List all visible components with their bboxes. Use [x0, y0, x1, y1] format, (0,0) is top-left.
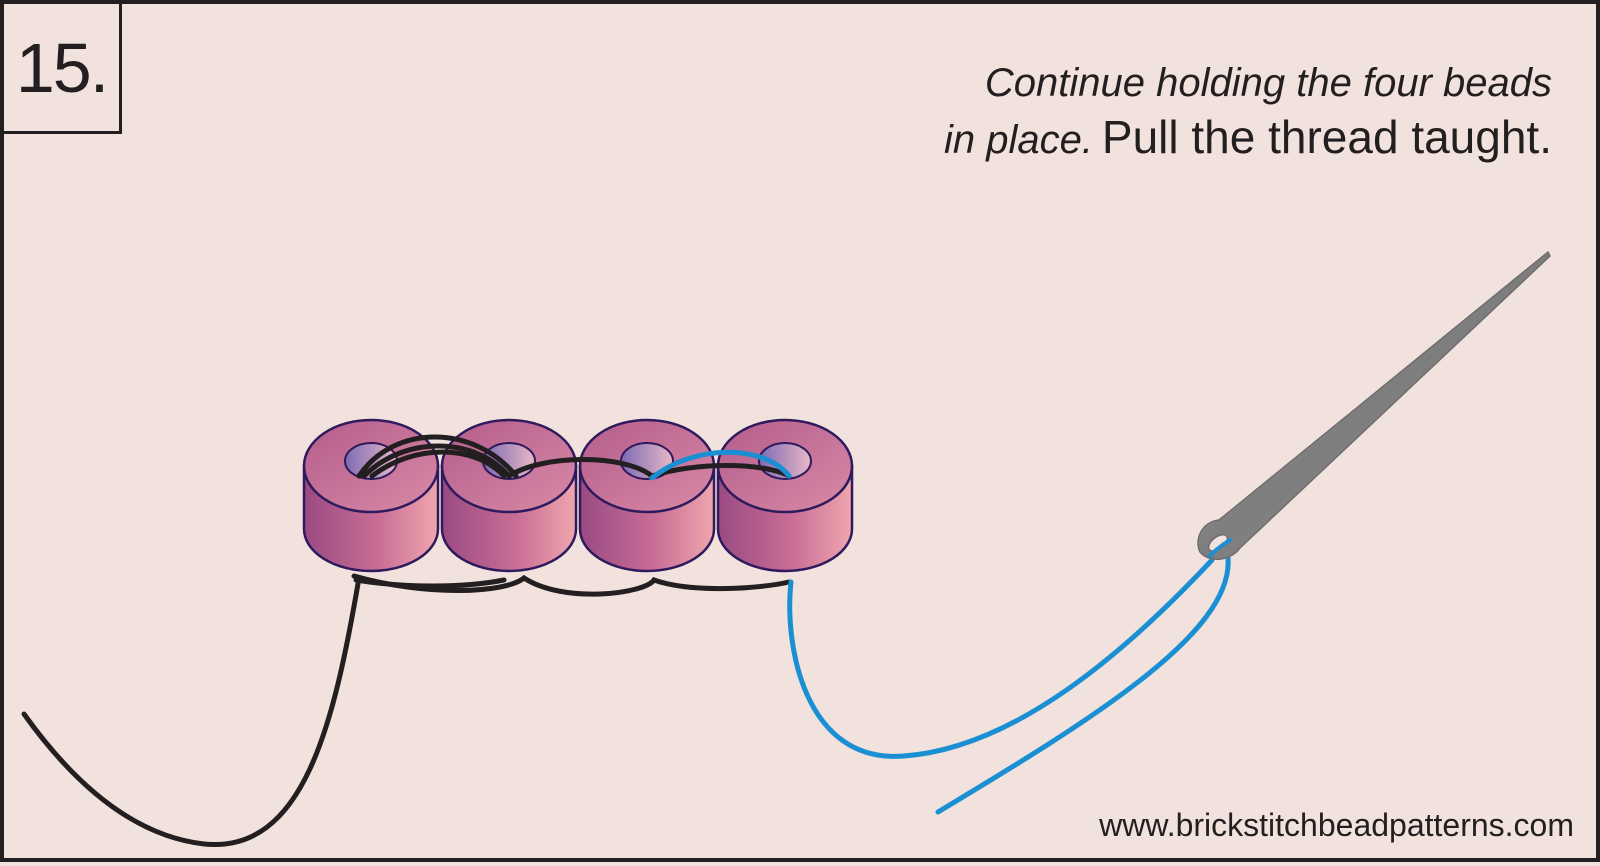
thread-icon: [935, 555, 1231, 815]
instruction-italic: in place.: [944, 118, 1093, 162]
beading-illustration: [21, 250, 1551, 847]
bead-icon: [578, 418, 716, 573]
bead-icon: [302, 418, 440, 573]
website-url: www.brickstitchbeadpatterns.com: [1099, 807, 1574, 843]
thread-icon: [21, 575, 362, 847]
instruction-regular: Pull the thread taught.: [1101, 111, 1552, 163]
needle-icon: [1197, 250, 1551, 560]
step-number-label: 15.: [15, 28, 109, 107]
thread-icon: [351, 573, 792, 597]
instruction-text: Continue holding the four beads in place…: [944, 56, 1552, 176]
instruction-line-1: Continue holding the four beads: [984, 61, 1552, 105]
thread-icon: [787, 557, 1215, 759]
bead-icon: [716, 418, 854, 573]
thread-icon: [356, 434, 792, 479]
step-number: 15.: [4, 4, 122, 134]
thread-icon: [649, 449, 792, 481]
instruction-line-2: in place. Pull the thread taught.: [944, 110, 1552, 176]
